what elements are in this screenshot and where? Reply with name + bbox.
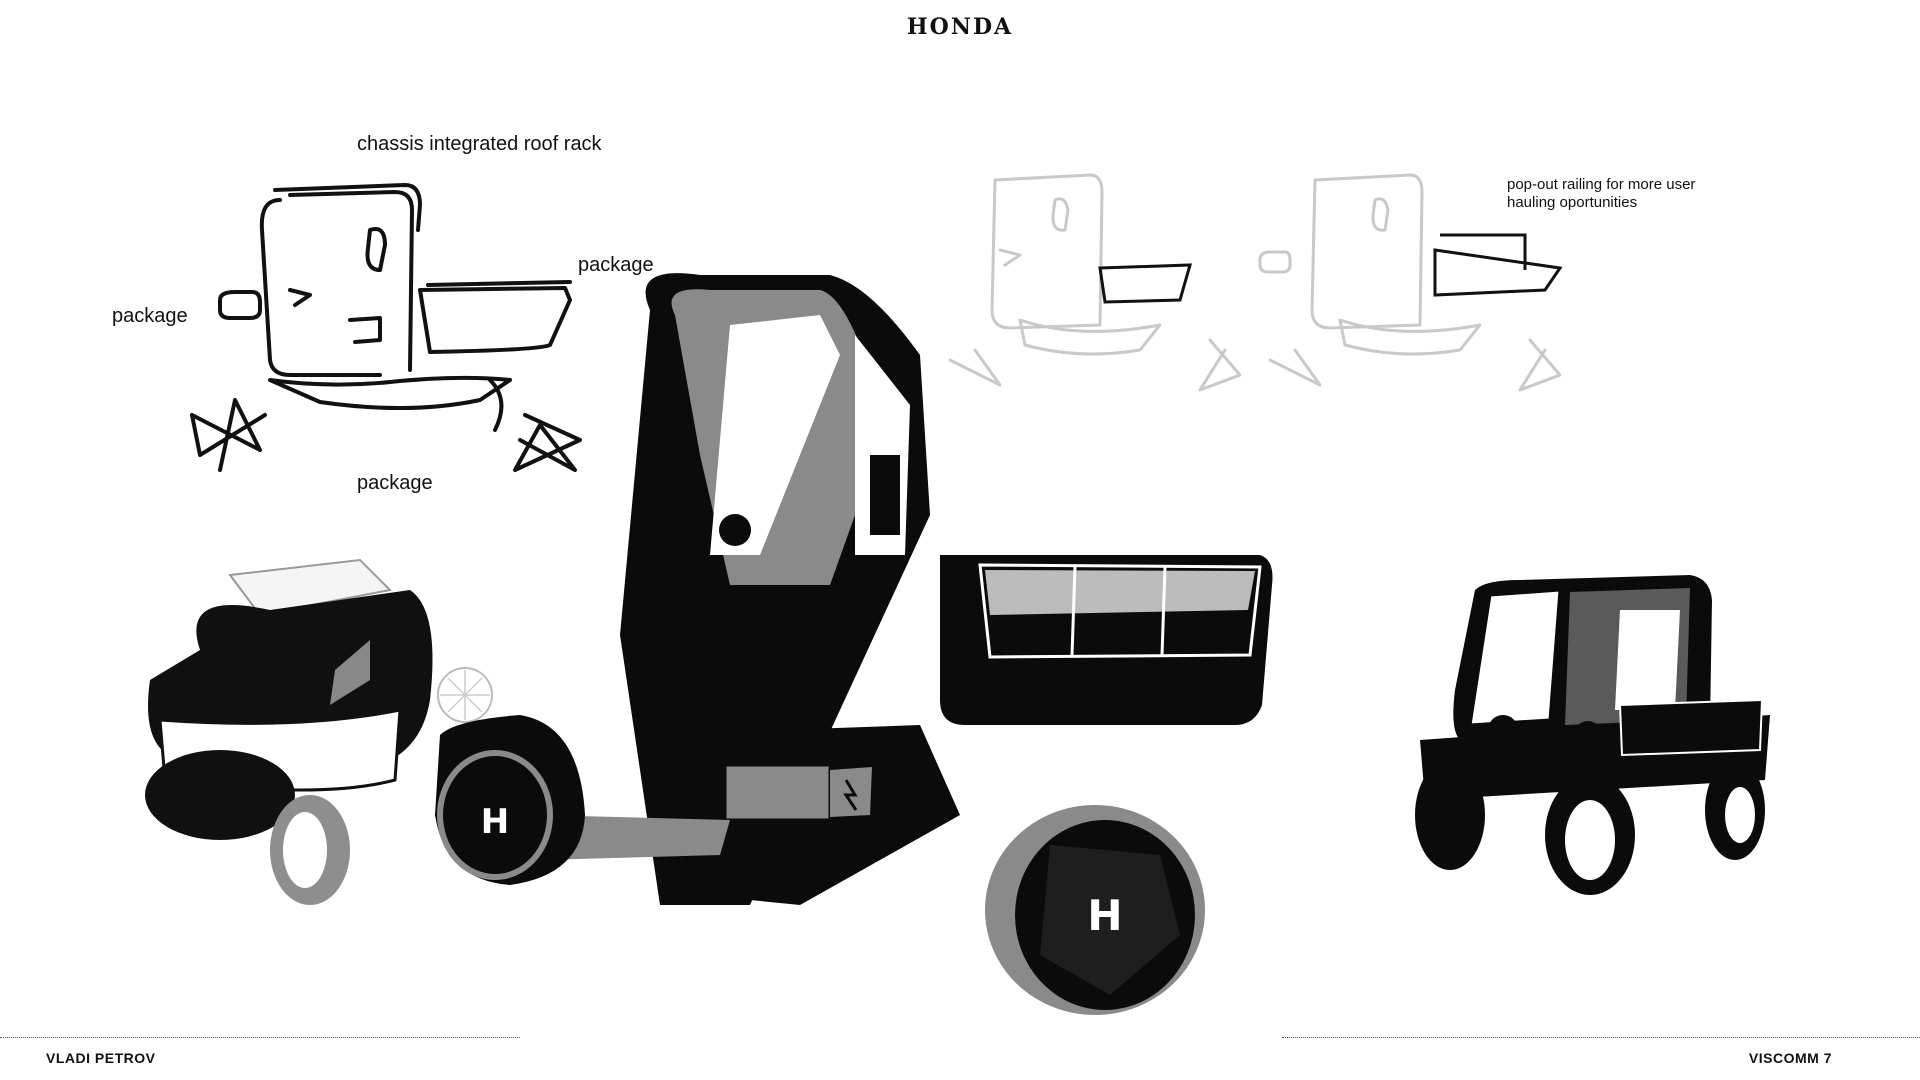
annotation-roof-rack: chassis integrated roof rack: [357, 133, 602, 155]
annotation-package-right: package: [578, 254, 654, 276]
honda-logo: HONDA: [906, 14, 1014, 40]
footer-course: VISCOMM 7: [1748, 1050, 1832, 1066]
annotation-package-left: package: [112, 305, 188, 327]
rendered-sketch-tractor: [145, 558, 493, 905]
annotation-railing: pop-out railing for more user hauling op…: [1507, 176, 1696, 211]
wheel-h-logo-right: H: [1087, 891, 1122, 940]
footer-divider-left: [0, 1037, 520, 1038]
rendered-sketch-minitruck: [1415, 575, 1770, 895]
footer-author: VLADI PETROV: [46, 1050, 156, 1066]
faded-sketch-vehicle-1: [948, 173, 1242, 392]
faded-sketch-vehicle-2: [1258, 173, 1563, 392]
main-vehicle-render: H H: [435, 273, 1273, 1015]
annotation-package-bottom: package: [357, 472, 433, 494]
wheel-h-logo-left: H: [481, 802, 509, 842]
line-sketch-vehicle: [190, 183, 582, 472]
footer-divider-right: [1282, 1037, 1920, 1038]
